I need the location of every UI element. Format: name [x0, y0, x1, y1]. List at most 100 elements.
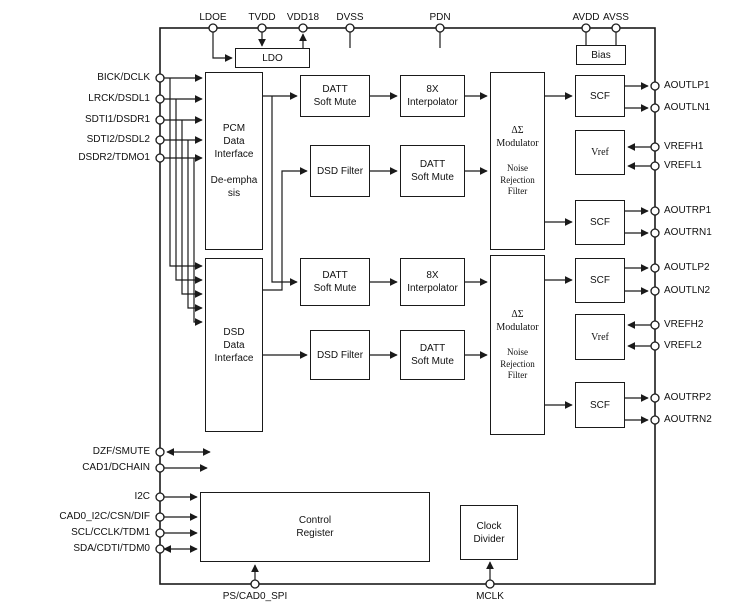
- pin-circle: [435, 23, 445, 33]
- pin-circle: [345, 23, 355, 33]
- pin-circle: [611, 23, 621, 33]
- wires: [163, 32, 651, 580]
- block-label: DSD Filter: [316, 349, 364, 361]
- block-label: SCF: [590, 399, 610, 411]
- pin-label-vrefl1: VREFL1: [664, 160, 702, 171]
- scf-block-2: SCF: [575, 200, 625, 245]
- control-register-block: Control Register: [200, 492, 430, 562]
- bias-block: Bias: [576, 45, 626, 65]
- block-label: DATT Soft Mute: [411, 159, 454, 183]
- pin-circle: [581, 23, 591, 33]
- pin-label-aoutlp2: AOUTLP2: [664, 262, 710, 273]
- pin-label-dsdr2-tdmo1: DSDR2/TDMO1: [78, 152, 150, 163]
- block-label: Vref: [591, 331, 609, 343]
- pin-circle: [650, 161, 660, 171]
- block-label: DSD Data Interface: [214, 326, 254, 364]
- block-label: Bias: [591, 49, 611, 61]
- block-label: DATT Soft Mute: [313, 270, 357, 294]
- delta-sigma-modulator-block-2: ΔΣ Modulator Noise Rejection Filter: [490, 255, 545, 435]
- pin-label-aoutln1: AOUTLN1: [664, 102, 711, 113]
- pin-label-mclk: MCLK: [476, 591, 504, 602]
- pin-label-vrefh2: VREFH2: [664, 319, 704, 330]
- datt-soft-mute-block-3: DATT Soft Mute: [300, 258, 370, 306]
- pin-circle: [650, 286, 660, 296]
- pin-label-scl-cclk-tdm1: SCL/CCLK/TDM1: [71, 527, 150, 538]
- clock-divider-block: Clock Divider: [460, 505, 518, 560]
- block-label: Control Register: [296, 515, 334, 539]
- pin-circle: [650, 341, 660, 351]
- pin-circle: [155, 153, 165, 163]
- scf-block-1: SCF: [575, 75, 625, 117]
- pin-label-vdd18: VDD18: [286, 12, 320, 23]
- pin-label-i2c: I2C: [134, 491, 150, 502]
- block-label: SCF: [590, 90, 610, 102]
- pin-circle: [155, 463, 165, 473]
- pin-circle: [650, 320, 660, 330]
- block-label: SCF: [590, 217, 610, 228]
- pin-circle: [257, 23, 267, 33]
- pin-circle: [155, 544, 165, 554]
- datt-soft-mute-block-1: DATT Soft Mute: [300, 75, 370, 117]
- pin-label-cad1-dchain: CAD1/DCHAIN: [82, 462, 150, 473]
- pin-label-ldoe: LDOE: [199, 12, 227, 23]
- interpolator-block-2: 8X Interpolator: [400, 258, 465, 306]
- block-label: PCM Data Interface: [214, 123, 254, 160]
- pin-circle: [650, 263, 660, 273]
- pin-label-cad0-i2c-csn-dif: CAD0_I2C/CSN/DIF: [59, 511, 150, 522]
- block-label: 8X Interpolator: [407, 270, 458, 294]
- pin-circle: [155, 94, 165, 104]
- pin-label-avdd: AVDD: [572, 12, 600, 23]
- dsd-data-interface-block: DSD Data Interface: [205, 258, 263, 432]
- pin-label-vrefl2: VREFL2: [664, 340, 702, 351]
- block-label: 8X Interpolator: [407, 84, 458, 108]
- pin-circle: [250, 579, 260, 589]
- pcm-data-interface-block: PCM Data Interface De-empha sis: [205, 72, 263, 250]
- block-label: DSD Filter: [316, 165, 364, 177]
- pin-circle: [650, 228, 660, 238]
- vref-block-2: Vref: [575, 314, 625, 360]
- pin-label-aoutln2: AOUTLN2: [664, 285, 711, 296]
- pin-circle: [650, 81, 660, 91]
- chip-boundary: [159, 27, 656, 585]
- pin-circle: [155, 135, 165, 145]
- pin-label-dvss: DVSS: [336, 12, 364, 23]
- pin-circle: [155, 528, 165, 538]
- block-label: DATT Soft Mute: [411, 343, 454, 367]
- pin-circle: [155, 115, 165, 125]
- pin-circle: [650, 206, 660, 216]
- pin-label-aoutlp1: AOUTLP1: [664, 80, 710, 91]
- scf-block-3: SCF: [575, 258, 625, 303]
- pin-label-aoutrp2: AOUTRP2: [664, 392, 712, 403]
- pin-label-dzf-smute: DZF/SMUTE: [92, 446, 150, 457]
- pin-circle: [155, 492, 165, 502]
- pin-label-bick-dclk: BICK/DCLK: [97, 72, 150, 83]
- block-label: DATT Soft Mute: [313, 84, 357, 108]
- datt-soft-mute-block-2: DATT Soft Mute: [400, 145, 465, 197]
- pin-label-avss: AVSS: [603, 12, 629, 23]
- block-label: ΔΣ Modulator: [496, 124, 539, 149]
- pin-label-aoutrn1: AOUTRN1: [664, 227, 712, 238]
- pin-circle: [650, 142, 660, 152]
- pin-circle: [485, 579, 495, 589]
- interpolator-block-1: 8X Interpolator: [400, 75, 465, 117]
- ldo-block: LDO: [235, 48, 310, 68]
- pin-label-aoutrn2: AOUTRN2: [664, 414, 712, 425]
- block-label: LDO: [262, 52, 283, 64]
- pin-circle: [155, 512, 165, 522]
- dsd-filter-block-2: DSD Filter: [310, 330, 370, 380]
- pin-circles: [155, 23, 660, 589]
- block-label: SCF: [590, 275, 610, 286]
- block-sublabel: De-empha sis: [210, 175, 258, 199]
- pin-circle: [298, 23, 308, 33]
- pin-circle: [650, 103, 660, 113]
- scf-block-4: SCF: [575, 382, 625, 428]
- vref-block-1: Vref: [575, 130, 625, 175]
- pin-label-sdti2-dsdl2: SDTI2/DSDL2: [86, 134, 150, 145]
- dsd-filter-block-1: DSD Filter: [310, 145, 370, 197]
- pin-label-pdn: PDN: [429, 12, 451, 23]
- pin-label-lrck-dsdl1: LRCK/DSDL1: [88, 93, 150, 104]
- pin-circle: [208, 23, 218, 33]
- block-sublabel: Noise Rejection Filter: [500, 346, 535, 381]
